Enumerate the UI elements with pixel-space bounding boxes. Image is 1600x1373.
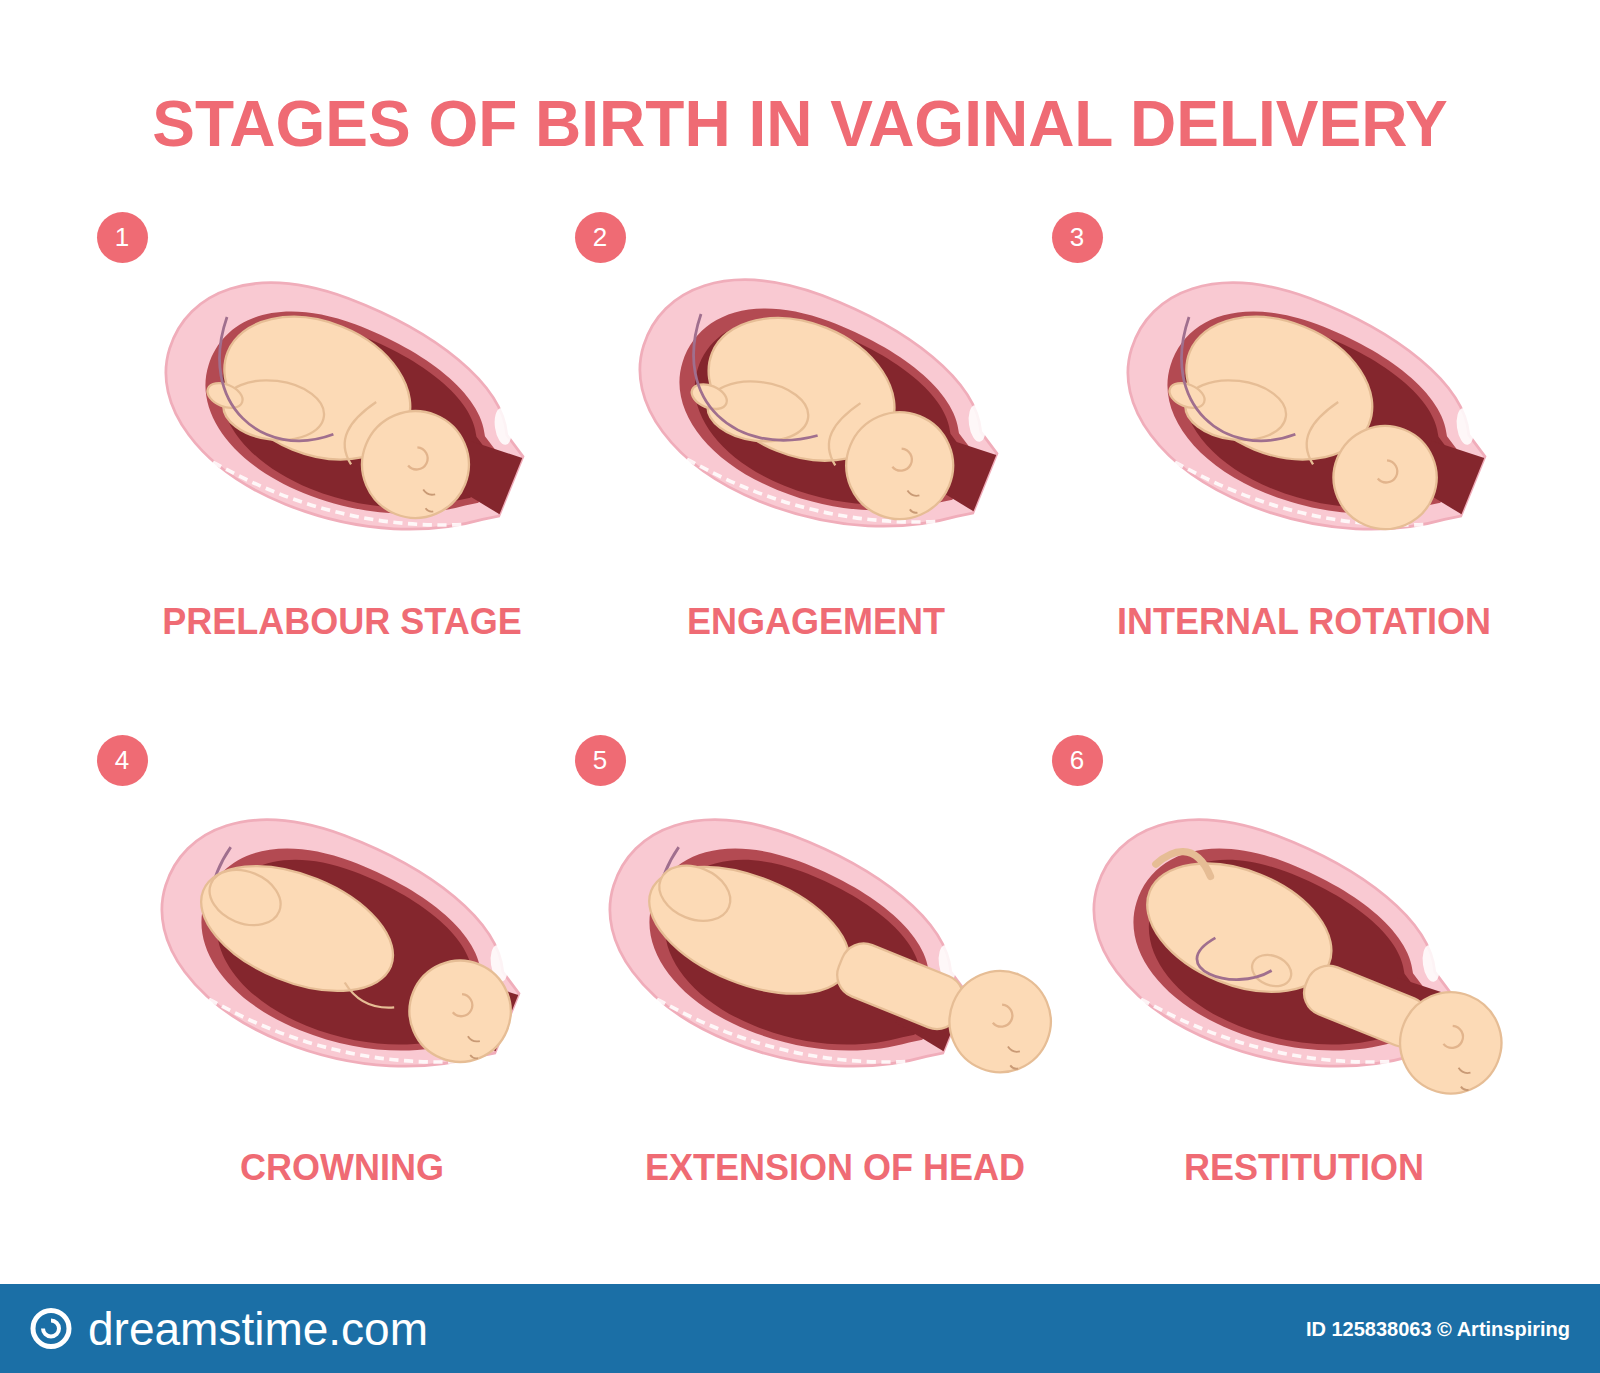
watermark-site: dreamstime.com	[88, 1306, 428, 1352]
baby-eye	[467, 1036, 480, 1043]
baby-body	[631, 841, 867, 1019]
uterus-wall	[131, 243, 553, 580]
baby-foot	[688, 380, 730, 414]
stage-label: CROWNING	[240, 1150, 444, 1186]
logo-spiral	[43, 1321, 59, 1337]
baby-arm	[1299, 396, 1339, 464]
baby-body	[183, 841, 411, 1016]
logo-icon	[10, 1284, 90, 1373]
baby-arm	[1156, 843, 1216, 885]
uterine-cavity	[669, 290, 985, 543]
uterus-illustration	[127, 780, 551, 1118]
baby-eye	[1007, 1047, 1020, 1054]
baby-head	[394, 945, 526, 1077]
uterus-wall	[127, 780, 549, 1117]
callout-number: 5	[593, 747, 607, 773]
baby-mouth	[1460, 1087, 1468, 1091]
title: STAGES OF BIRTH IN VAGINAL DELIVERY	[152, 92, 1448, 156]
umbilical-cord	[1154, 317, 1321, 458]
baby-leg	[651, 856, 739, 931]
baby-eye	[1458, 1068, 1471, 1075]
step-number-circle: 1	[97, 212, 148, 263]
baby-foot	[1166, 378, 1208, 412]
stage-label: PRELABOUR STAGE	[162, 604, 521, 640]
umbilical-cord	[192, 317, 359, 458]
logo-ring	[33, 1311, 69, 1347]
callout-number: 2	[593, 224, 607, 250]
image-id: ID 125838063 © Artinspiring	[1306, 1319, 1570, 1339]
baby-ear	[1443, 1025, 1466, 1052]
baby-head	[1318, 410, 1452, 544]
watermark-bar: dreamstime.com ID 125838063 © Artinspirin…	[0, 1284, 1600, 1373]
umbilical-cord	[666, 314, 844, 459]
highlight	[966, 404, 988, 443]
uterus-wall	[605, 240, 1027, 577]
step-number-circle: 2	[575, 212, 626, 263]
baby-mouth	[1010, 1065, 1018, 1069]
highlight	[492, 407, 514, 446]
baby-ear	[1377, 459, 1400, 486]
baby-head	[346, 395, 485, 534]
baby-eye	[422, 489, 435, 496]
uterine-cavity	[1123, 830, 1439, 1083]
stage-label: ENGAGEMENT	[687, 604, 945, 640]
callout-number: 3	[1070, 224, 1084, 250]
stage-label: EXTENSION OF HEAD	[645, 1150, 1025, 1186]
baby-ear	[452, 993, 475, 1020]
stage-label: RESTITUTION	[1184, 1150, 1424, 1186]
step-number-circle: 4	[97, 735, 148, 786]
umbilical-cord	[1193, 934, 1275, 995]
baby-mouth	[909, 509, 917, 513]
step-number-circle: 6	[1052, 735, 1103, 786]
baby-head	[830, 396, 969, 535]
highlight	[1454, 407, 1476, 446]
baby-leg	[201, 860, 289, 935]
uterus-illustration	[1059, 780, 1545, 1143]
baby-ear	[408, 446, 431, 473]
baby-eye	[907, 491, 920, 498]
uterus-illustration	[605, 240, 1027, 577]
stage-label: INTERNAL ROTATION	[1117, 604, 1491, 640]
baby-head	[1385, 977, 1517, 1109]
highlight	[1420, 944, 1442, 983]
step-number-circle: 3	[1052, 212, 1103, 263]
uterus-illustration	[1093, 243, 1515, 580]
uterus-wall	[575, 780, 997, 1117]
baby-head	[934, 956, 1066, 1088]
callout-number: 6	[1070, 747, 1084, 773]
baby-ear	[992, 1003, 1015, 1030]
baby-mouth	[470, 1055, 478, 1059]
callout-number: 1	[115, 224, 129, 250]
baby-mouth	[425, 508, 433, 512]
baby-arm	[341, 982, 396, 1013]
baby-foot	[204, 378, 246, 412]
uterus-wall	[1093, 243, 1515, 580]
uterus-illustration	[131, 243, 553, 580]
uterus-illustration	[575, 780, 1082, 1151]
callout-number: 4	[115, 747, 129, 773]
step-number-circle: 5	[575, 735, 626, 786]
baby-ear	[892, 447, 915, 474]
